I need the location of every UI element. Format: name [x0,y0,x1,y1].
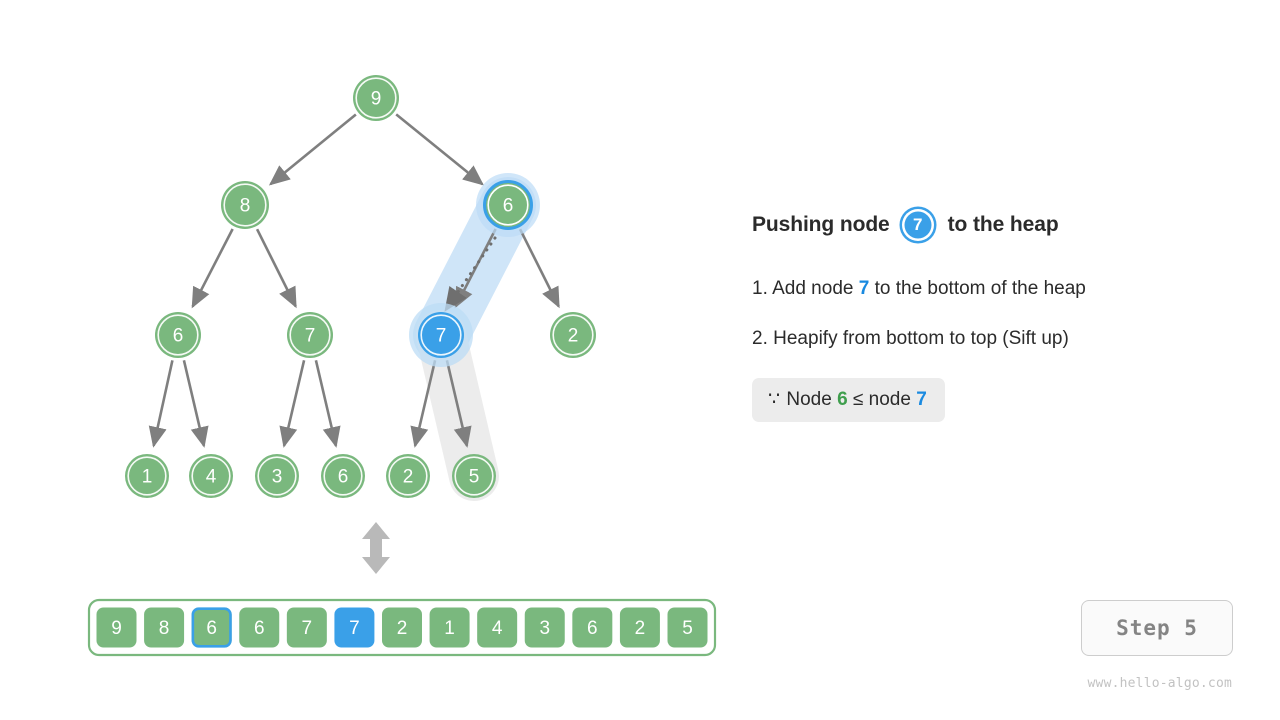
page-title: Pushing node 7 to the heap [752,208,1222,242]
tree-node-label: 7 [305,326,316,347]
array-cell: 4 [477,607,518,648]
step-2-text: Heapify from bottom to top (Sift up) [773,328,1069,349]
array-cell-label: 7 [349,618,360,639]
tree-node-label: 8 [240,196,251,217]
title-suffix: to the heap [947,213,1059,236]
tree-edge [445,360,472,448]
tree-node: 6 [155,312,201,358]
array-cell-label: 1 [444,618,455,639]
array-cell: 3 [524,607,565,648]
tree-node-label: 6 [503,196,514,217]
watermark: www.hello-algo.com [1087,676,1232,691]
reason-mid: node [868,389,911,410]
step-1-pre: Add node [772,278,854,299]
double-headed-vertical-arrow-icon [362,522,390,574]
array-cell: 1 [429,607,470,648]
tree-node: 6 [321,454,365,498]
sift-up-dotted-arrow [444,236,497,312]
tree-edge [395,113,484,186]
tree-node-label: 5 [469,467,480,488]
array-cell: 2 [382,607,422,648]
tree-node-label: 2 [403,467,414,488]
tree-edge [410,360,437,448]
array-cell: 6 [239,607,280,648]
array-cell: 6 [191,607,232,648]
tree-edge [255,228,297,309]
array-cell: 9 [96,607,137,648]
array-cell: 5 [667,607,708,648]
tree-edges [148,113,560,448]
array-cell-label: 6 [254,618,265,639]
step-1-value: 7 [858,278,870,299]
tree-node-label: 3 [272,467,283,488]
tree-node: 4 [189,454,233,498]
array-cell-label: 2 [397,618,408,639]
tree-node: 7 [287,312,333,358]
array-cell-label: 5 [682,618,693,639]
tree-node: 3 [255,454,299,498]
tree-node-label: 6 [173,326,184,347]
tree-node: 2 [550,312,596,358]
tree-node-label: 9 [371,89,382,110]
array-cell: 8 [144,607,185,648]
tree-edge [191,228,234,309]
tree-node-label: 2 [568,326,579,347]
tree-nodes: 9 8 6 6 7 7 2 1 4 3 6 2 5 [125,75,596,498]
array-cell: 2 [619,607,660,648]
tree-node: 6 [476,173,540,237]
tree-node-label: 7 [436,326,447,347]
tree-node: 2 [386,454,430,498]
tree-node-label: 6 [338,467,349,488]
tree-node: 1 [125,454,169,498]
array-cell-label: 6 [587,618,598,639]
title-node-badge: 7 [901,209,934,241]
array-cell-label: 6 [206,618,217,639]
step-1-index: 1. [752,278,768,299]
array-cell-label: 7 [302,618,313,639]
reason-right-value: 7 [916,389,927,410]
tree-node-label: 4 [206,467,217,488]
reason-left-value: 6 [837,389,848,410]
because-symbol: ∵ [768,389,782,410]
step-list: 1. Add node 7 to the bottom of the heap … [752,278,1222,422]
array-cell-label: 2 [635,618,646,639]
step-1-post: to the bottom of the heap [874,278,1086,299]
tree-node-label: 1 [142,467,153,488]
reason-pre: Node [786,389,832,410]
tree-node: 9 [353,75,399,121]
array-cell-label: 4 [492,618,503,639]
dotted-sift-arrow [444,236,497,312]
step-2-index: 2. [752,328,768,349]
reason-box: ∵ Node 6 ≤ node 7 [752,378,945,422]
tree-edge [314,360,341,448]
tree-node: 5 [452,454,496,498]
array-container [87,598,717,657]
title-prefix: Pushing node [752,213,890,236]
array-cell: 6 [572,607,613,648]
reason-operator: ≤ [852,389,864,410]
step-badge: Step 5 [1081,600,1233,656]
array-cell-label: 3 [539,618,550,639]
array-cell-label: 8 [159,618,170,639]
array-representation: 9 8 6 6 7 7 2 1 4 3 6 2 5 [87,598,717,657]
tree-node: 8 [221,181,269,229]
tree-edge [148,360,174,448]
info-panel: Pushing node 7 to the heap 1. Add node 7… [752,208,1222,422]
tree-edge [279,360,306,448]
array-cell: 7 [286,607,327,648]
tree-edge [518,228,560,309]
tree-node: 7 [409,303,473,367]
array-cell-label: 9 [111,618,122,639]
array-cell: 7 [334,607,375,648]
step-item-1: 1. Add node 7 to the bottom of the heap [752,278,1222,300]
step-item-2: 2. Heapify from bottom to top (Sift up) [752,328,1222,350]
tree-edge [182,360,209,448]
tree-array-link-arrow [362,522,390,574]
tree-edge [268,113,357,186]
